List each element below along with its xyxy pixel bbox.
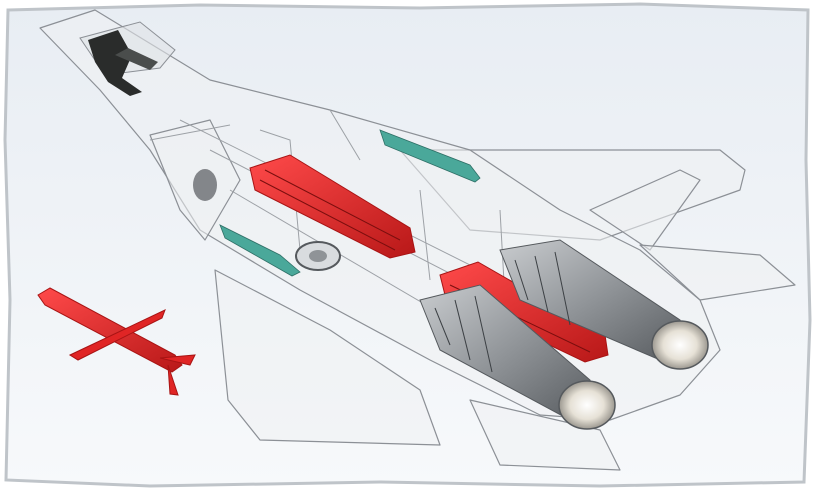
ejection-seat	[88, 30, 142, 96]
avionics	[219, 129, 481, 277]
missile-tail-fins	[159, 354, 196, 396]
lower-avionics-bay	[219, 224, 301, 277]
landing-gear-wheel	[295, 241, 341, 271]
forward-weapon-pack	[249, 154, 416, 259]
missile-wings	[68, 309, 166, 361]
intake-fan	[193, 169, 217, 201]
right-stabilizer	[639, 244, 796, 301]
cruise-missile	[37, 287, 196, 396]
upper-engine-nozzle	[651, 320, 709, 370]
upper-avionics-bay	[379, 129, 481, 183]
lower-wing	[214, 269, 441, 446]
cockpit	[79, 21, 176, 96]
upper-tail-fin	[589, 169, 701, 251]
lower-engine-nozzle	[558, 380, 616, 430]
lower-stabilizer	[469, 399, 621, 471]
missile-body	[37, 287, 183, 373]
engines	[419, 239, 709, 430]
